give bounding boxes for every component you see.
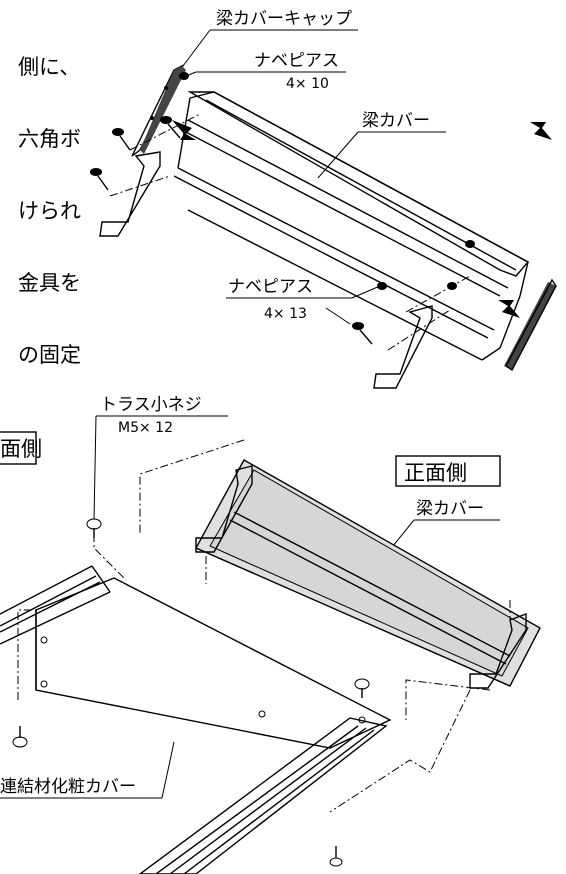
cap-label-group: 梁カバーキャップ: [179, 9, 358, 71]
screw-icon: [112, 128, 131, 151]
right-rail: [138, 717, 388, 874]
front-side-label: 正面側: [404, 461, 467, 485]
left-text-line1: 側に、: [18, 55, 80, 79]
screw1-name: ナベピアス: [254, 51, 339, 71]
arrow-left-icon: [498, 300, 520, 318]
beam-cover-cap-left: [131, 64, 186, 157]
left-text-line2: 六角ボ: [18, 127, 81, 151]
panel-label-group: 連結材化粧カバー: [0, 741, 175, 799]
beam-cover-bottom: [195, 459, 541, 689]
truss-screw-icon: [354, 678, 370, 698]
screw-icon: [465, 240, 475, 248]
screw-icon: [90, 168, 109, 191]
alignment-lines: [17, 439, 511, 813]
beam-cover-top: [173, 91, 530, 361]
screw1-size: 4× 10: [286, 76, 329, 92]
panel-label: 連結材化粧カバー: [0, 777, 136, 797]
truss-screw-icon: [329, 846, 343, 867]
bracket-left: [99, 113, 201, 237]
arrow-left-icon: [530, 122, 552, 140]
cover-label: 梁カバー: [362, 111, 430, 131]
truss-screw-label-group: トラス小ネジ M5× 12: [93, 395, 228, 521]
connector-decorative-cover: [35, 577, 392, 749]
truss-screw-icon: [86, 518, 102, 538]
cover-label-group: 梁カバー: [317, 111, 446, 179]
rear-side-box: 面側: [0, 431, 42, 465]
screw-icon: [160, 116, 181, 139]
left-rail: [0, 565, 111, 645]
screw-icon: [377, 282, 387, 290]
beam-cover-bottom-label-text: 梁カバー: [416, 499, 484, 519]
front-side-box: 正面側: [395, 455, 501, 487]
screw-icon: [352, 322, 373, 345]
screw1-label-group: ナベピアス 4× 10: [185, 51, 346, 92]
truss-screw-name: トラス小ネジ: [100, 395, 202, 415]
screw2-name: ナベピアス: [228, 277, 313, 297]
left-text-line6: 面側: [0, 437, 42, 461]
truss-screw-size: M5× 12: [118, 420, 173, 436]
cap-label: 梁カバーキャップ: [216, 9, 352, 29]
left-text-line4: 金具を: [18, 271, 81, 295]
truss-screw-icon: [12, 726, 28, 748]
screw2-size: 4× 13: [264, 306, 307, 322]
bracket-right: [373, 275, 471, 389]
beam-cover-cap-right: [504, 278, 557, 372]
left-text-line5: の固定: [18, 343, 81, 367]
left-text-line3: けられ: [18, 199, 81, 223]
screw-icon: [179, 72, 189, 80]
screw2-label-group: ナベピアス 4× 13: [226, 277, 381, 325]
